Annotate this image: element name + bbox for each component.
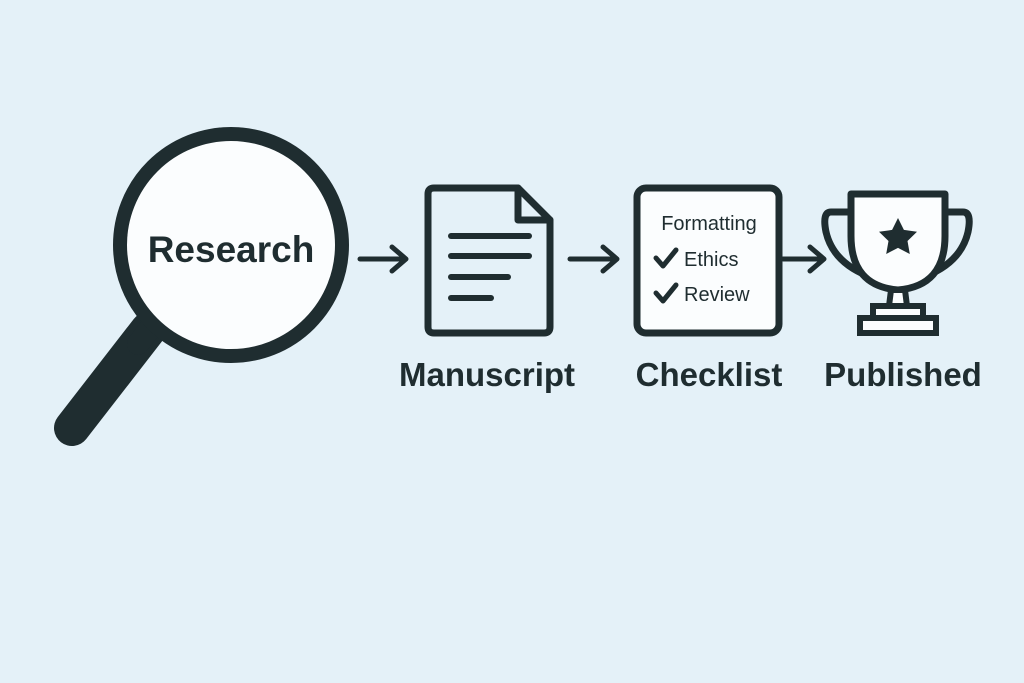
checklist-icon: Formatting Ethics Review [633,184,783,337]
checklist-step: Formatting Ethics Review Checklist [633,184,783,393]
arrow-checklist-to-published [780,244,827,274]
trophy-icon [821,190,973,336]
checklist-label: Checklist [636,356,783,393]
checklist-item: Ethics [684,249,738,271]
magnifier-lens [113,127,349,363]
research-step: Research [54,127,349,446]
trophy-handle-left [821,208,872,280]
check-icon [653,247,679,269]
check-icon [653,282,679,304]
published-label: Published [824,356,982,393]
trophy-base [857,315,939,336]
checklist-card [633,184,783,337]
checklist-item: Review [684,284,750,306]
research-label: Research [148,229,315,270]
trophy-handle-right [922,208,973,280]
manuscript-label: Manuscript [399,356,575,393]
published-step: Published [821,190,982,393]
manuscript-step: Manuscript [399,184,575,393]
arrow-manuscript-to-checklist [567,244,620,274]
document-icon [424,184,554,337]
magnifying-glass-icon [54,127,349,446]
star-icon [879,218,917,254]
arrow-research-to-manuscript [357,244,409,274]
checklist-title: Formatting [661,213,757,235]
